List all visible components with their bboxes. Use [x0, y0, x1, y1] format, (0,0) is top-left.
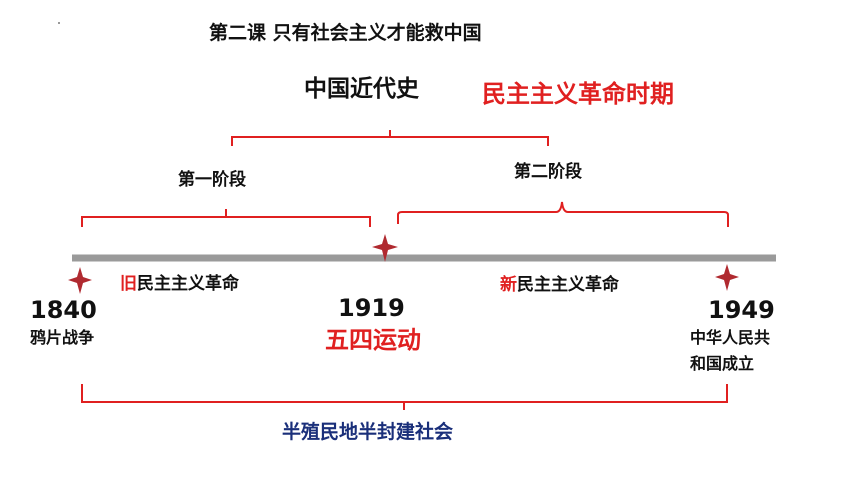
- event-1840: 鸦片战争: [30, 328, 95, 347]
- year-1919: 1919: [338, 294, 405, 322]
- event-1919: 五四运动: [325, 326, 421, 354]
- second-stage-label: 第二阶段: [514, 162, 582, 182]
- society-bracket: [81, 384, 728, 410]
- old-rest: 民主主义革命: [137, 274, 239, 294]
- marker-1840: [68, 267, 92, 294]
- marker-1919: [372, 234, 398, 262]
- year-1949: 1949: [708, 296, 775, 324]
- old-revolution-label: 旧民主主义革命: [120, 276, 239, 293]
- decorative-dot: [58, 22, 60, 24]
- first-stage-label: 第一阶段: [178, 170, 246, 190]
- page-title: 第二课 只有社会主义才能救中国: [209, 22, 482, 44]
- year-1840: 1840: [30, 296, 97, 324]
- period-bracket: [231, 130, 549, 146]
- period-label: 民主主义革命时期: [482, 80, 674, 108]
- event-1949-line2: 和国成立: [690, 354, 755, 373]
- society-label: 半殖民地半封建社会: [282, 421, 454, 443]
- subtitle: 中国近代史: [304, 76, 419, 102]
- old-prefix: 旧: [120, 274, 137, 294]
- second-stage-bracket: [397, 201, 729, 227]
- new-revolution-label: 新民主主义革命: [500, 277, 619, 294]
- first-stage-bracket: [81, 209, 371, 227]
- marker-1949: [715, 264, 739, 291]
- new-rest: 民主主义革命: [517, 275, 619, 295]
- event-1949-line1: 中华人民共: [690, 328, 771, 347]
- new-prefix: 新: [500, 275, 517, 295]
